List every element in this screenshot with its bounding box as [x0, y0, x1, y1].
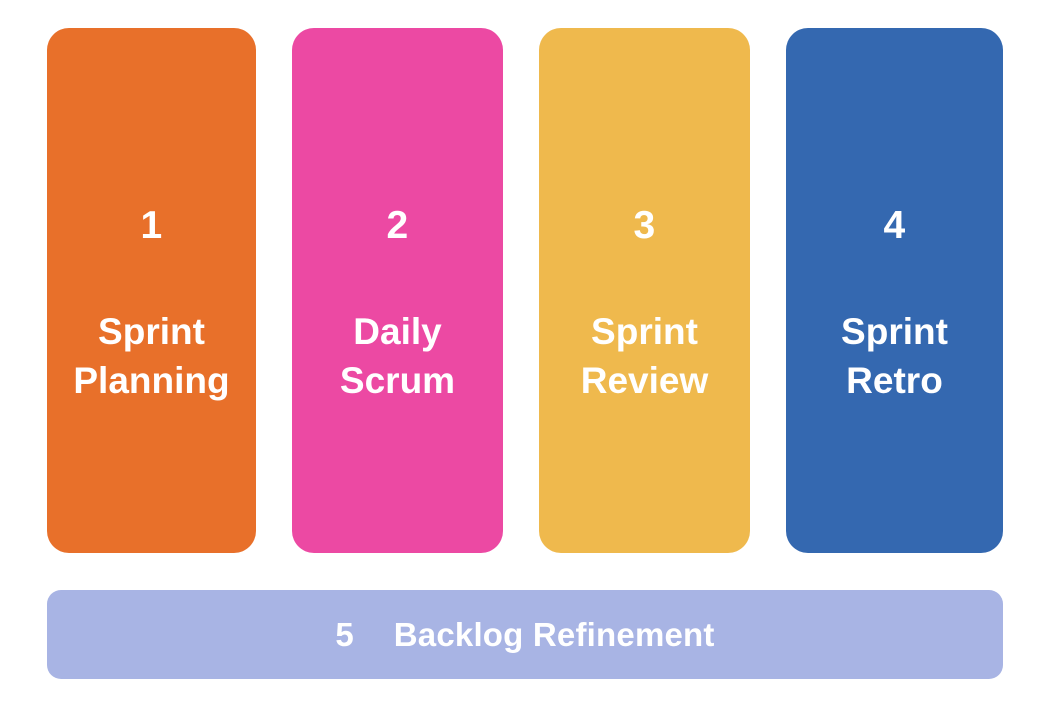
event-card-number: 2: [386, 204, 409, 247]
event-card-daily-scrum[interactable]: 2 Daily Scrum: [292, 28, 503, 553]
event-card-label: Sprint Review: [580, 311, 709, 402]
event-bar-backlog-refinement[interactable]: 5 Backlog Refinement: [47, 590, 1003, 679]
event-card-label: Daily Scrum: [339, 311, 456, 402]
event-card-sprint-planning[interactable]: 1 Sprint Planning: [47, 28, 256, 553]
event-card-label: Sprint Retro: [841, 311, 948, 402]
event-card-number: 4: [883, 204, 906, 247]
event-card-number: 1: [140, 204, 163, 247]
event-bar-number: 5: [335, 616, 354, 653]
event-card-number: 3: [633, 204, 656, 247]
event-card-label: Sprint Planning: [73, 311, 230, 402]
event-card-sprint-retro[interactable]: 4 Sprint Retro: [786, 28, 1003, 553]
event-bar-label: Backlog Refinement: [393, 616, 715, 653]
event-card-sprint-review[interactable]: 3 Sprint Review: [539, 28, 750, 553]
